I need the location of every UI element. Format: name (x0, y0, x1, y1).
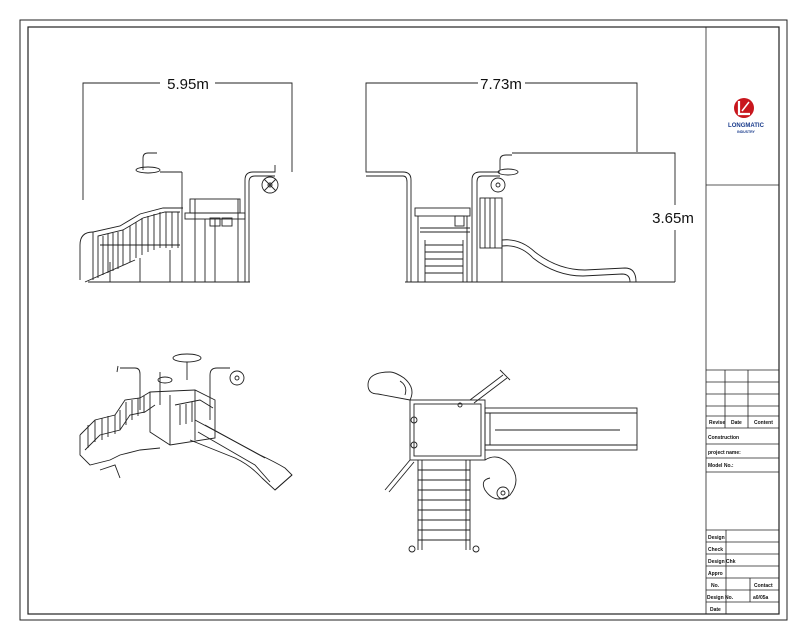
date-label: Date (710, 607, 721, 613)
content-header: Content (754, 420, 773, 426)
front-width-label: 5.95m (167, 76, 209, 93)
design-no-label: Design No. (707, 595, 734, 601)
model-no-label: Model No.: (708, 463, 734, 469)
scale-value: a0/05a (753, 595, 769, 601)
check-label: Check (708, 547, 723, 553)
company-subtitle: INDUSTRY (737, 130, 755, 134)
side-width-label: 7.73m (480, 76, 522, 93)
approve-label: Appro (708, 571, 723, 577)
inner-border (27, 26, 780, 615)
height-dimension-line (512, 152, 676, 205)
contact-label: Contact (754, 583, 773, 589)
side-width-dimension-line (365, 82, 478, 170)
date-header: Date (731, 420, 742, 426)
title-block (705, 27, 779, 614)
company-name: LONGMATIC (728, 123, 765, 129)
design-check-label: Design Chk (708, 559, 736, 565)
design-label: Design (708, 535, 725, 541)
revise-header: Revise (709, 420, 725, 426)
plan-view (367, 369, 638, 553)
height-label: 3.65m (652, 210, 694, 227)
front-width-dimension-line (82, 82, 160, 200)
no-label: No. (711, 583, 720, 589)
front-elevation (79, 82, 293, 283)
company-logo: LONGMATIC INDUSTRY (728, 98, 765, 134)
isometric-view (79, 353, 293, 491)
side-elevation (365, 82, 676, 283)
construction-label: Construction (708, 435, 739, 441)
project-name-label: project name: (708, 450, 741, 456)
outer-border (19, 19, 788, 621)
